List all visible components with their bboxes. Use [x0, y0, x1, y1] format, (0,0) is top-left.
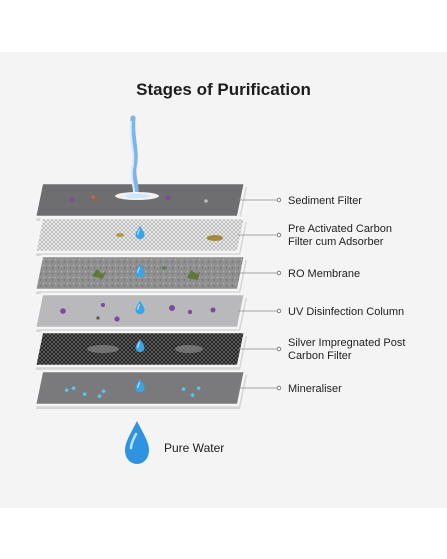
stage-label-line: Mineraliser [288, 382, 342, 395]
stage-label-mineraliser: Mineraliser [288, 383, 438, 396]
page-title: Stages of Purification [136, 80, 311, 99]
stage-label-line: UV Disinfection Column [288, 305, 405, 318]
layer-uv [33, 292, 282, 332]
stage-label-line: Filter cum Adsorber [288, 236, 384, 248]
layer-silver [33, 330, 282, 370]
stage-label-line: Silver Impregnated Post [288, 337, 406, 349]
water-stream-icon [115, 115, 159, 200]
water-drop-icon [125, 421, 149, 464]
stage-label-uv: UV Disinfection Column [288, 306, 438, 319]
stage-label-line: Sediment Filter [288, 194, 362, 207]
pure-water-label: Pure Water [164, 441, 225, 455]
stage-label-sediment: Sediment Filter [288, 195, 438, 208]
layer-carbon-pre [33, 216, 282, 256]
stage-label-line: Pre Activated Carbon [288, 223, 392, 235]
layer-sediment [33, 181, 282, 221]
stage-label-line: Carbon Filter [288, 350, 352, 362]
layer-ro [33, 254, 282, 294]
stage-label-ro: RO Membrane [288, 268, 438, 281]
layer-mineraliser [33, 369, 282, 409]
stage-label-line: RO Membrane [288, 267, 361, 280]
